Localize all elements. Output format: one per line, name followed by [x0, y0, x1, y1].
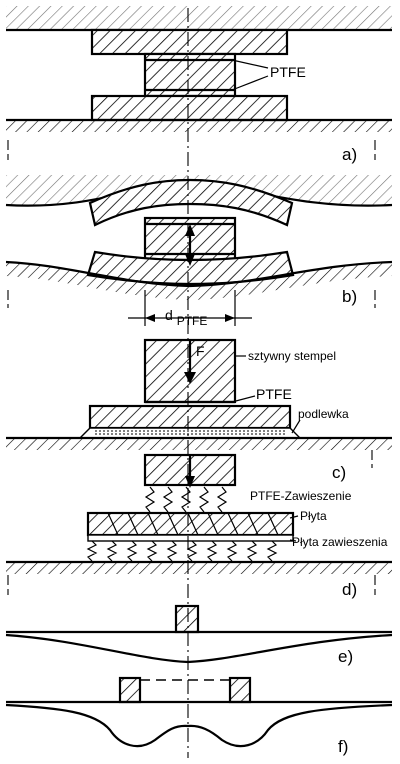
panel-label-c: c) — [332, 463, 346, 482]
suspension-plate-bar — [87, 534, 294, 542]
upper-plate — [90, 28, 289, 56]
lower-springs — [86, 540, 278, 562]
rigid-punch-label: sztywny stempel — [248, 349, 336, 363]
dim-label-sub: PTFE — [177, 314, 208, 328]
panel-label-f: f) — [338, 737, 348, 756]
force-label: F — [196, 343, 205, 359]
underlay-leader — [291, 419, 301, 434]
dim-arrow-left — [145, 314, 155, 322]
ptfe-leader-1 — [231, 59, 269, 69]
deflection-curve-f — [5, 703, 393, 748]
plate-segments — [107, 512, 279, 536]
ptfe-label-c: PTFE — [256, 386, 292, 402]
panel-b: d PTFE b) — [5, 175, 393, 328]
deflection-curve-e — [5, 633, 393, 664]
ptfe-leader-c — [231, 395, 256, 403]
panel-a: PTFE a) — [6, 6, 392, 164]
ground-hatch — [6, 120, 392, 132]
dim-arrow-right — [225, 314, 235, 322]
bearing-block-f-left — [118, 676, 142, 704]
panel-label-b: b) — [342, 287, 357, 306]
ground-hatch-c — [6, 438, 392, 450]
ptfe-leader-2 — [231, 75, 269, 91]
ground-hatch-d — [6, 562, 392, 574]
ptfe-label-d: PTFE — [250, 489, 281, 503]
dim-label: d PTFE — [165, 307, 207, 328]
panel-c: F sztywny stempel PTFE podlewka c) — [6, 338, 392, 482]
base-plate-c — [88, 404, 292, 430]
suspension-plate-label: Płyta zawieszenia — [292, 535, 388, 549]
underlay-label: podlewka — [298, 407, 349, 421]
panel-d: PTFE-Zawieszenie Płyta Płyta zawieszenia… — [6, 453, 392, 599]
plate-d — [86, 511, 295, 537]
upper-curved-plate — [88, 178, 294, 227]
ground-curved-hatch — [6, 262, 392, 300]
lower-plate — [90, 94, 289, 122]
ptfe-label-a: PTFE — [270, 64, 306, 80]
panel-e: e) — [5, 604, 393, 666]
bearing-block-f-right — [228, 676, 252, 704]
ptfe-suspension-label: PTFE-Zawieszenie — [250, 489, 352, 503]
top-slab-hatch — [6, 6, 392, 30]
panel-f: f) — [5, 676, 393, 756]
plate-leader — [289, 515, 299, 519]
dim-label-main: d — [165, 307, 173, 323]
suspension-plate-leader — [289, 539, 297, 542]
force-arrowhead — [184, 372, 196, 384]
suspension-label: -Zawieszenie — [281, 489, 352, 503]
punch-arrowhead-d — [185, 476, 195, 488]
panel-label-d: d) — [342, 580, 357, 599]
underlay — [78, 427, 302, 439]
panel-label-a: a) — [342, 145, 357, 164]
plate-label: Płyta — [300, 509, 327, 523]
bearing-block-e — [174, 604, 200, 634]
upper-springs — [144, 486, 228, 513]
panel-label-e: e) — [338, 647, 353, 666]
